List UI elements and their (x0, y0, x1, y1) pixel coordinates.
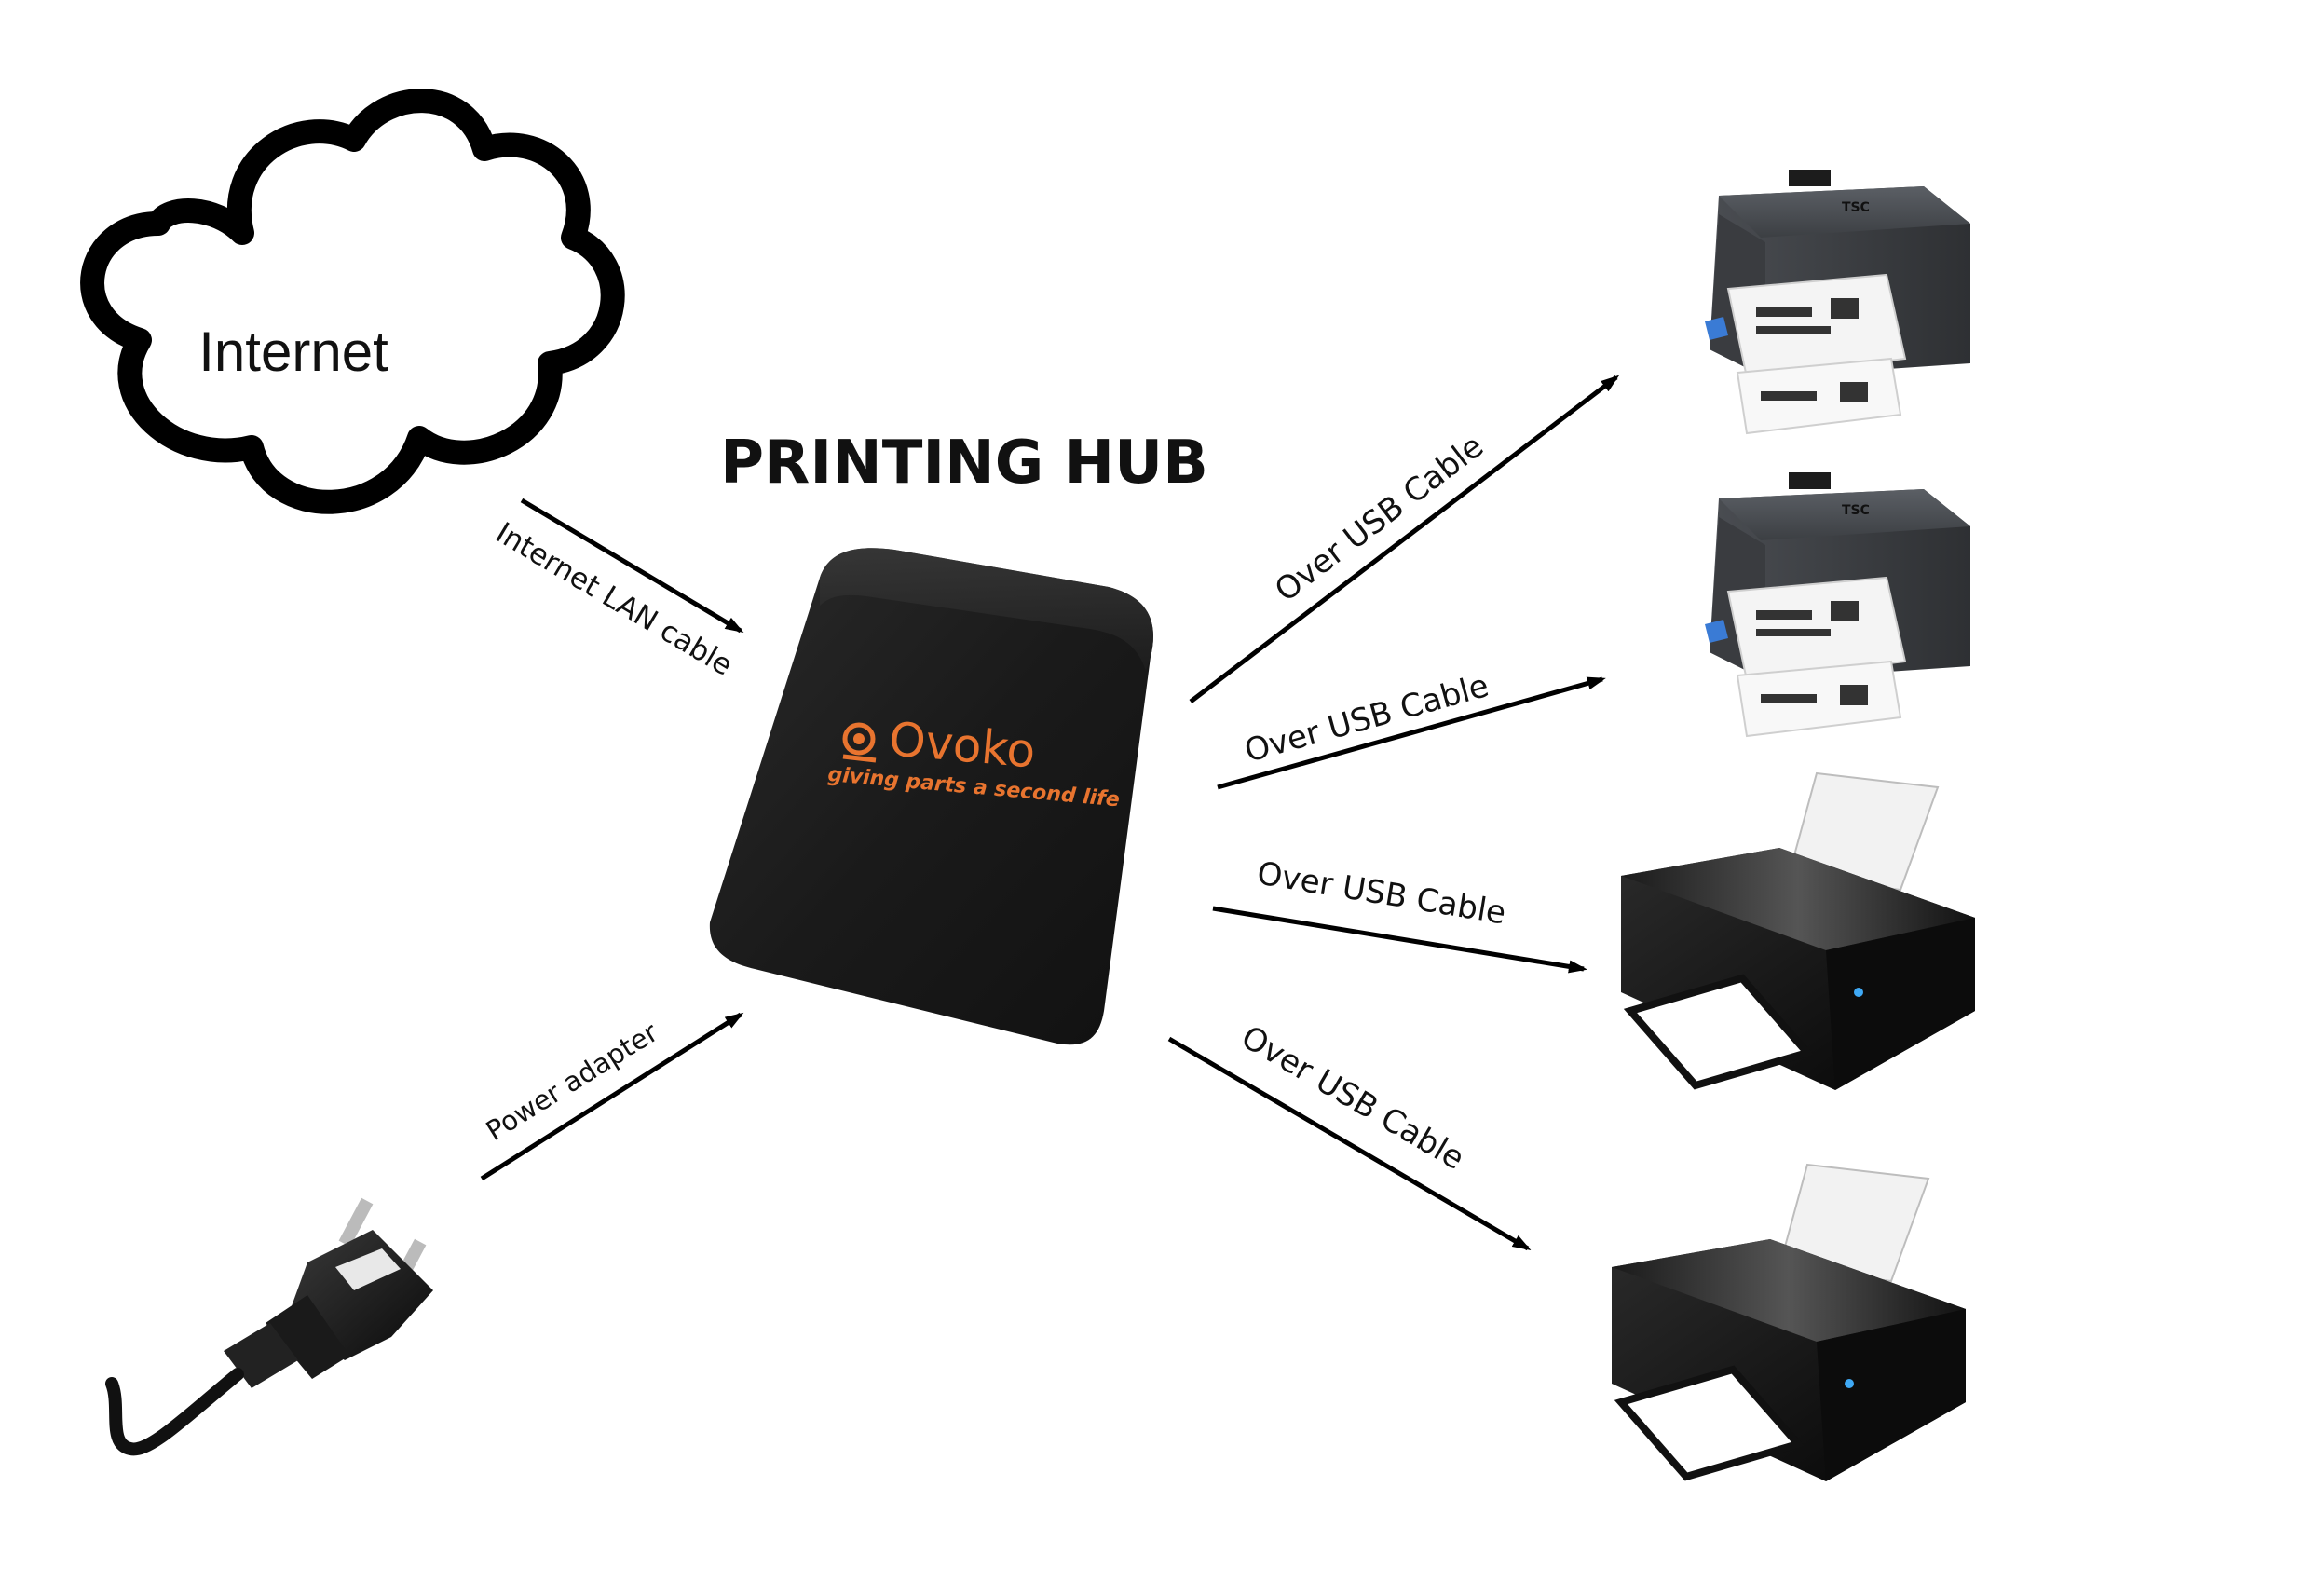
arrows (480, 375, 1620, 1251)
power-plug-icon (105, 1197, 433, 1456)
label-printer-logo: TSC (1842, 503, 1870, 518)
inkjet-printer-icon (1621, 771, 1975, 1090)
label-printer-logo: TSC (1842, 200, 1870, 215)
internet-label: Internet (198, 321, 388, 383)
usb3-arrow (1212, 906, 1587, 974)
usb1-label: Over USB Cable (1268, 428, 1491, 609)
lan-label: Internet LAN cable (490, 516, 738, 683)
printing-hub-device: Ovoko giving parts a second life (709, 548, 1153, 1045)
usb4-arrow (1167, 1036, 1532, 1251)
usb1-arrow (1189, 375, 1620, 703)
lan-arrow (520, 498, 744, 634)
inkjet-printer-icon (1612, 1163, 1966, 1481)
brand-name: Ovoko (887, 712, 1038, 778)
ovoko-logo-icon (842, 722, 877, 763)
usb2-arrow (1217, 676, 1606, 790)
power-arrow (480, 1012, 744, 1181)
label-printer-icon: TSC (1705, 472, 1970, 738)
internet-cloud-icon (80, 89, 625, 514)
label-printer-icon: TSC (1705, 170, 1970, 435)
diagram-title: PRINTING HUB (720, 429, 1208, 498)
